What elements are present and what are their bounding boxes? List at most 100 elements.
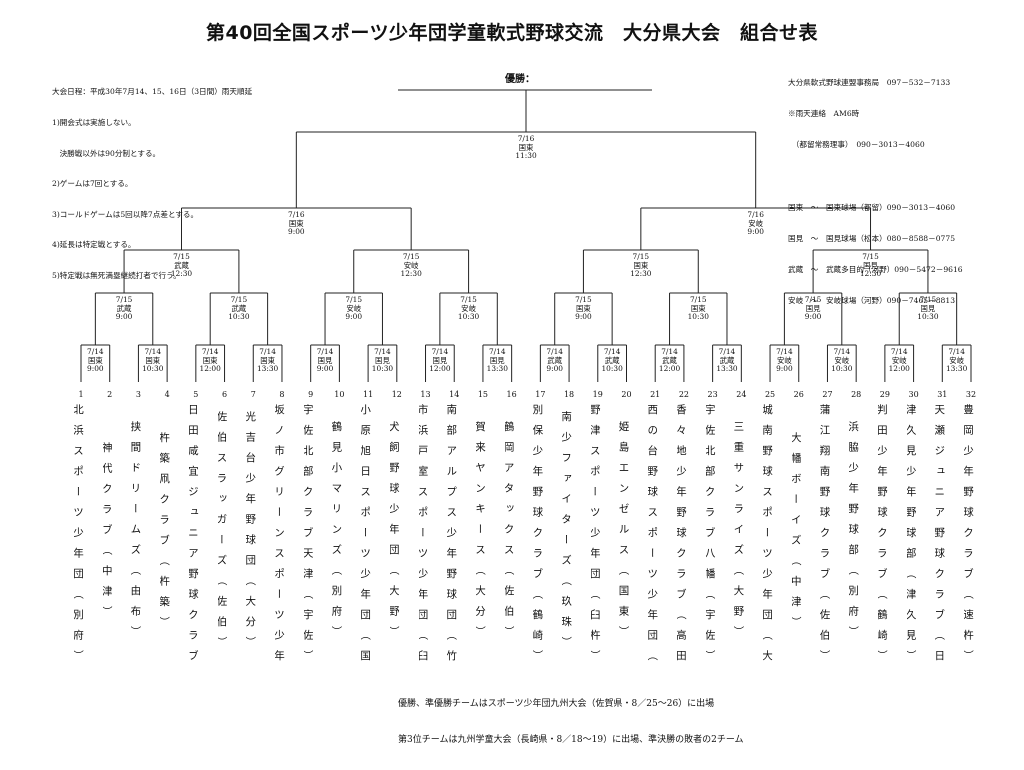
- match-venue: 安岐: [461, 303, 476, 313]
- match-venue: 国見: [920, 303, 936, 313]
- team-number: 12: [391, 390, 402, 399]
- team-name: 大幡ボーイズ（中津）: [791, 431, 802, 637]
- match-venue: 武蔵: [547, 355, 563, 365]
- note-line: 1)開会式は実施しない。: [52, 118, 136, 128]
- team-name: 小原旭日スポーツ少年団（国東）: [361, 404, 372, 664]
- match-date: 7/14: [259, 347, 276, 356]
- team-name: 鶴岡アタックス（佐伯）: [504, 421, 515, 647]
- match-venue: 安岐: [346, 303, 362, 313]
- match-date: 7/15: [862, 252, 879, 261]
- match-date: 7/14: [890, 347, 908, 356]
- note-line: 3)コールドゲームは5回以降7点差とする。: [52, 209, 199, 219]
- match-date: 7/14: [316, 347, 334, 356]
- match-time: 9:00: [288, 227, 305, 237]
- team-name: 宇佐北部クラブ天津（宇佐）: [303, 404, 314, 664]
- match-date: 7/14: [546, 347, 564, 356]
- team-number: 31: [937, 390, 948, 399]
- match-time: 9:00: [804, 312, 822, 322]
- match-venue: 国見: [489, 355, 505, 365]
- contact-line: 大分県軟式野球連盟事務局 097－532－7133: [788, 77, 951, 87]
- team-number: 3: [135, 390, 141, 399]
- match-venue: 国見: [317, 355, 333, 365]
- match-date: 7/14: [776, 347, 793, 356]
- team-number: 25: [764, 390, 776, 399]
- team-number: 9: [308, 390, 314, 399]
- team-name: 日田咸宜ジュニア野球クラブ（日田）: [188, 404, 199, 664]
- team-number: 18: [563, 390, 575, 399]
- match-date: 7/15: [402, 252, 420, 261]
- team-number: 16: [506, 390, 517, 399]
- match-date: 7/14: [948, 347, 965, 356]
- match-time: 10:30: [228, 312, 250, 322]
- match-time: 9:00: [776, 364, 793, 374]
- match-date: 7/14: [833, 347, 851, 356]
- match-venue: 安岐: [403, 260, 419, 270]
- team-number: 4: [164, 390, 170, 399]
- team-name: 別保少年野球クラブ（鶴崎）: [533, 404, 544, 664]
- team-name: 犬飼野球少年団（大野）: [389, 421, 400, 647]
- footer-line: 優勝、準優勝チームはスポーツ少年団九州大会（佐賀県・8／25～26）に出場: [398, 699, 715, 709]
- match-venue: 国東: [145, 355, 161, 365]
- team-name: 城南野球スポーツ少年団（大分）: [763, 404, 774, 664]
- contact-notes: 大分県軟式野球連盟事務局 097－532－7133 ※雨天連絡 AM6時 （都留…: [788, 57, 963, 328]
- team-number: 22: [678, 390, 689, 399]
- match-time: 9:00: [747, 227, 764, 237]
- match-time: 10:30: [601, 364, 623, 374]
- match-venue: 武蔵: [662, 355, 677, 365]
- team-number: 28: [851, 390, 862, 399]
- team-number: 11: [363, 390, 374, 399]
- team-number: 8: [279, 390, 285, 399]
- match-time: 12:00: [658, 364, 681, 374]
- footer-line: 第3位チームは九州学童大会（長崎県・8／18～19）に出場、準決勝の敗者の2チー…: [398, 735, 744, 745]
- match-time: 9:00: [87, 364, 104, 374]
- team-name: 天瀬ジュニア野球クラブ（日田）: [935, 404, 946, 664]
- note-line: 2)ゲームは7回とする。: [52, 179, 133, 189]
- match-venue: 武蔵: [174, 260, 189, 270]
- match-date: 7/14: [718, 347, 736, 356]
- team-number: 13: [420, 390, 431, 399]
- match-venue: 国東: [87, 355, 103, 365]
- match-venue: 国東: [288, 218, 304, 228]
- match-date: 7/15: [919, 295, 937, 304]
- match-venue: 武蔵: [604, 355, 620, 365]
- team-name: 野津スポーツ少年団（臼杵）: [590, 404, 601, 664]
- team-number: 32: [965, 390, 977, 399]
- team-number: 20: [621, 390, 632, 399]
- match-venue: 国見: [863, 260, 878, 270]
- team-number: 27: [822, 390, 833, 399]
- match-venue: 安岐: [748, 218, 764, 228]
- match-time: 12:00: [888, 364, 910, 374]
- match-venue: 国見: [432, 355, 448, 365]
- match-time: 13:30: [716, 364, 738, 374]
- match-time: 9:00: [345, 312, 363, 322]
- match-date: 7/15: [345, 295, 363, 304]
- match-date: 7/16: [517, 134, 535, 143]
- match-venue: 国東: [260, 355, 275, 365]
- team-name: 市浜戸室スポーツ少年団（臼杵）: [418, 404, 429, 664]
- match-venue: 国東: [633, 260, 649, 270]
- contact-line: 武蔵 ～ 武蔵多目的（河野）090－5472－9616: [788, 265, 963, 275]
- match-date: 7/15: [115, 295, 133, 304]
- match-time: 10:30: [457, 312, 480, 322]
- match-venue: 安岐: [891, 355, 907, 365]
- team-name: 浜脇少年野球部（別府）: [849, 421, 860, 647]
- match-time: 12:00: [199, 364, 221, 374]
- match-date: 7/14: [488, 347, 506, 356]
- match-time: 9:00: [316, 364, 334, 374]
- team-name: 豊岡少年野球クラブ（速杵）: [964, 404, 974, 664]
- match-date: 7/15: [689, 295, 707, 304]
- match-venue: 武蔵: [719, 355, 735, 365]
- match-venue: 国見: [375, 355, 390, 365]
